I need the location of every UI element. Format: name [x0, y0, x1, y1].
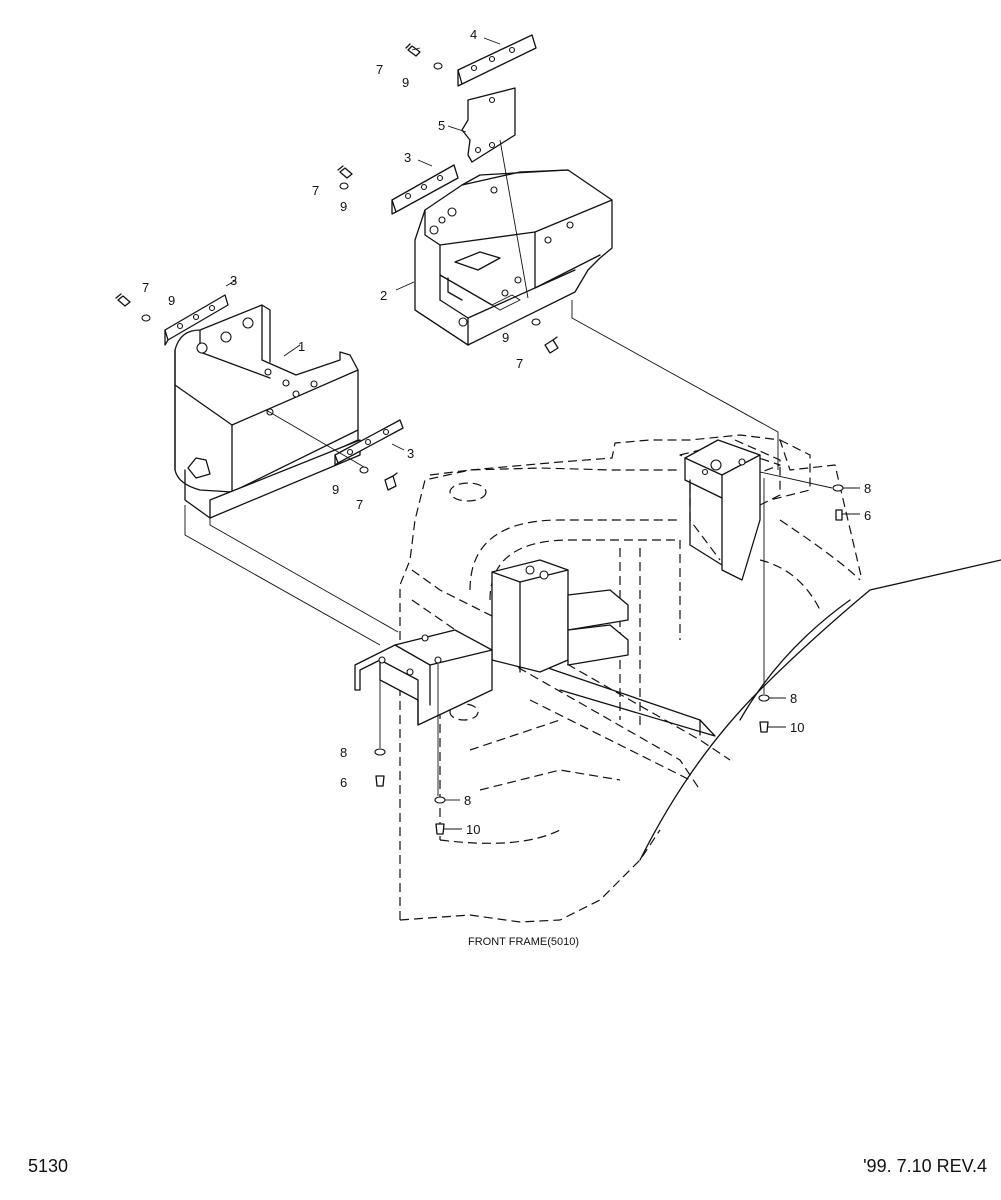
- part-4-plate: [457, 34, 537, 87]
- callout-8: 8: [790, 691, 797, 706]
- callout-10: 10: [790, 720, 804, 735]
- callout-3: 3: [404, 150, 411, 165]
- callout-6: 6: [340, 775, 347, 790]
- part-1-bracket: [174, 304, 361, 519]
- assembly-lines: [184, 37, 860, 830]
- part-3-plate-upper: [391, 164, 459, 215]
- callout-1: 1: [298, 339, 305, 354]
- frame-mount-right: [684, 439, 781, 581]
- callout-8: 8: [864, 481, 871, 496]
- page-number: 5130: [28, 1156, 69, 1176]
- front-frame-caption: FRONT FRAME(5010): [468, 936, 579, 948]
- callout-7: 7: [516, 356, 523, 371]
- callout-labels: 4 7 9 5 3 7 9 7 3 9 2 1 9 7 3 8 9 7 6 8 …: [142, 27, 871, 837]
- callout-2: 2: [380, 288, 387, 303]
- frame-center-blocks: [491, 559, 629, 673]
- part-3-plate-lower: [334, 419, 404, 466]
- callout-7: 7: [142, 280, 149, 295]
- part-3-plate-left: [164, 294, 229, 346]
- callout-9: 9: [332, 482, 339, 497]
- front-frame-arm: [547, 559, 1001, 861]
- callout-4: 4: [470, 27, 477, 42]
- callout-8: 8: [340, 745, 347, 760]
- part-5-plate: [461, 87, 516, 163]
- callout-9: 9: [502, 330, 509, 345]
- callout-9: 9: [340, 199, 347, 214]
- callout-3: 3: [230, 273, 237, 288]
- callout-8: 8: [464, 793, 471, 808]
- part-2-bracket: [414, 169, 613, 346]
- fasteners: [115, 43, 844, 835]
- callout-5: 5: [438, 118, 445, 133]
- callout-7: 7: [312, 183, 319, 198]
- callout-7: 7: [376, 62, 383, 77]
- callout-7: 7: [356, 497, 363, 512]
- callout-9: 9: [168, 293, 175, 308]
- callout-3: 3: [407, 446, 414, 461]
- callout-6: 6: [864, 508, 871, 523]
- callout-10: 10: [466, 822, 480, 837]
- revision-label: '99. 7.10 REV.4: [863, 1156, 987, 1176]
- frame-mount-left: [354, 629, 493, 726]
- callout-9: 9: [402, 75, 409, 90]
